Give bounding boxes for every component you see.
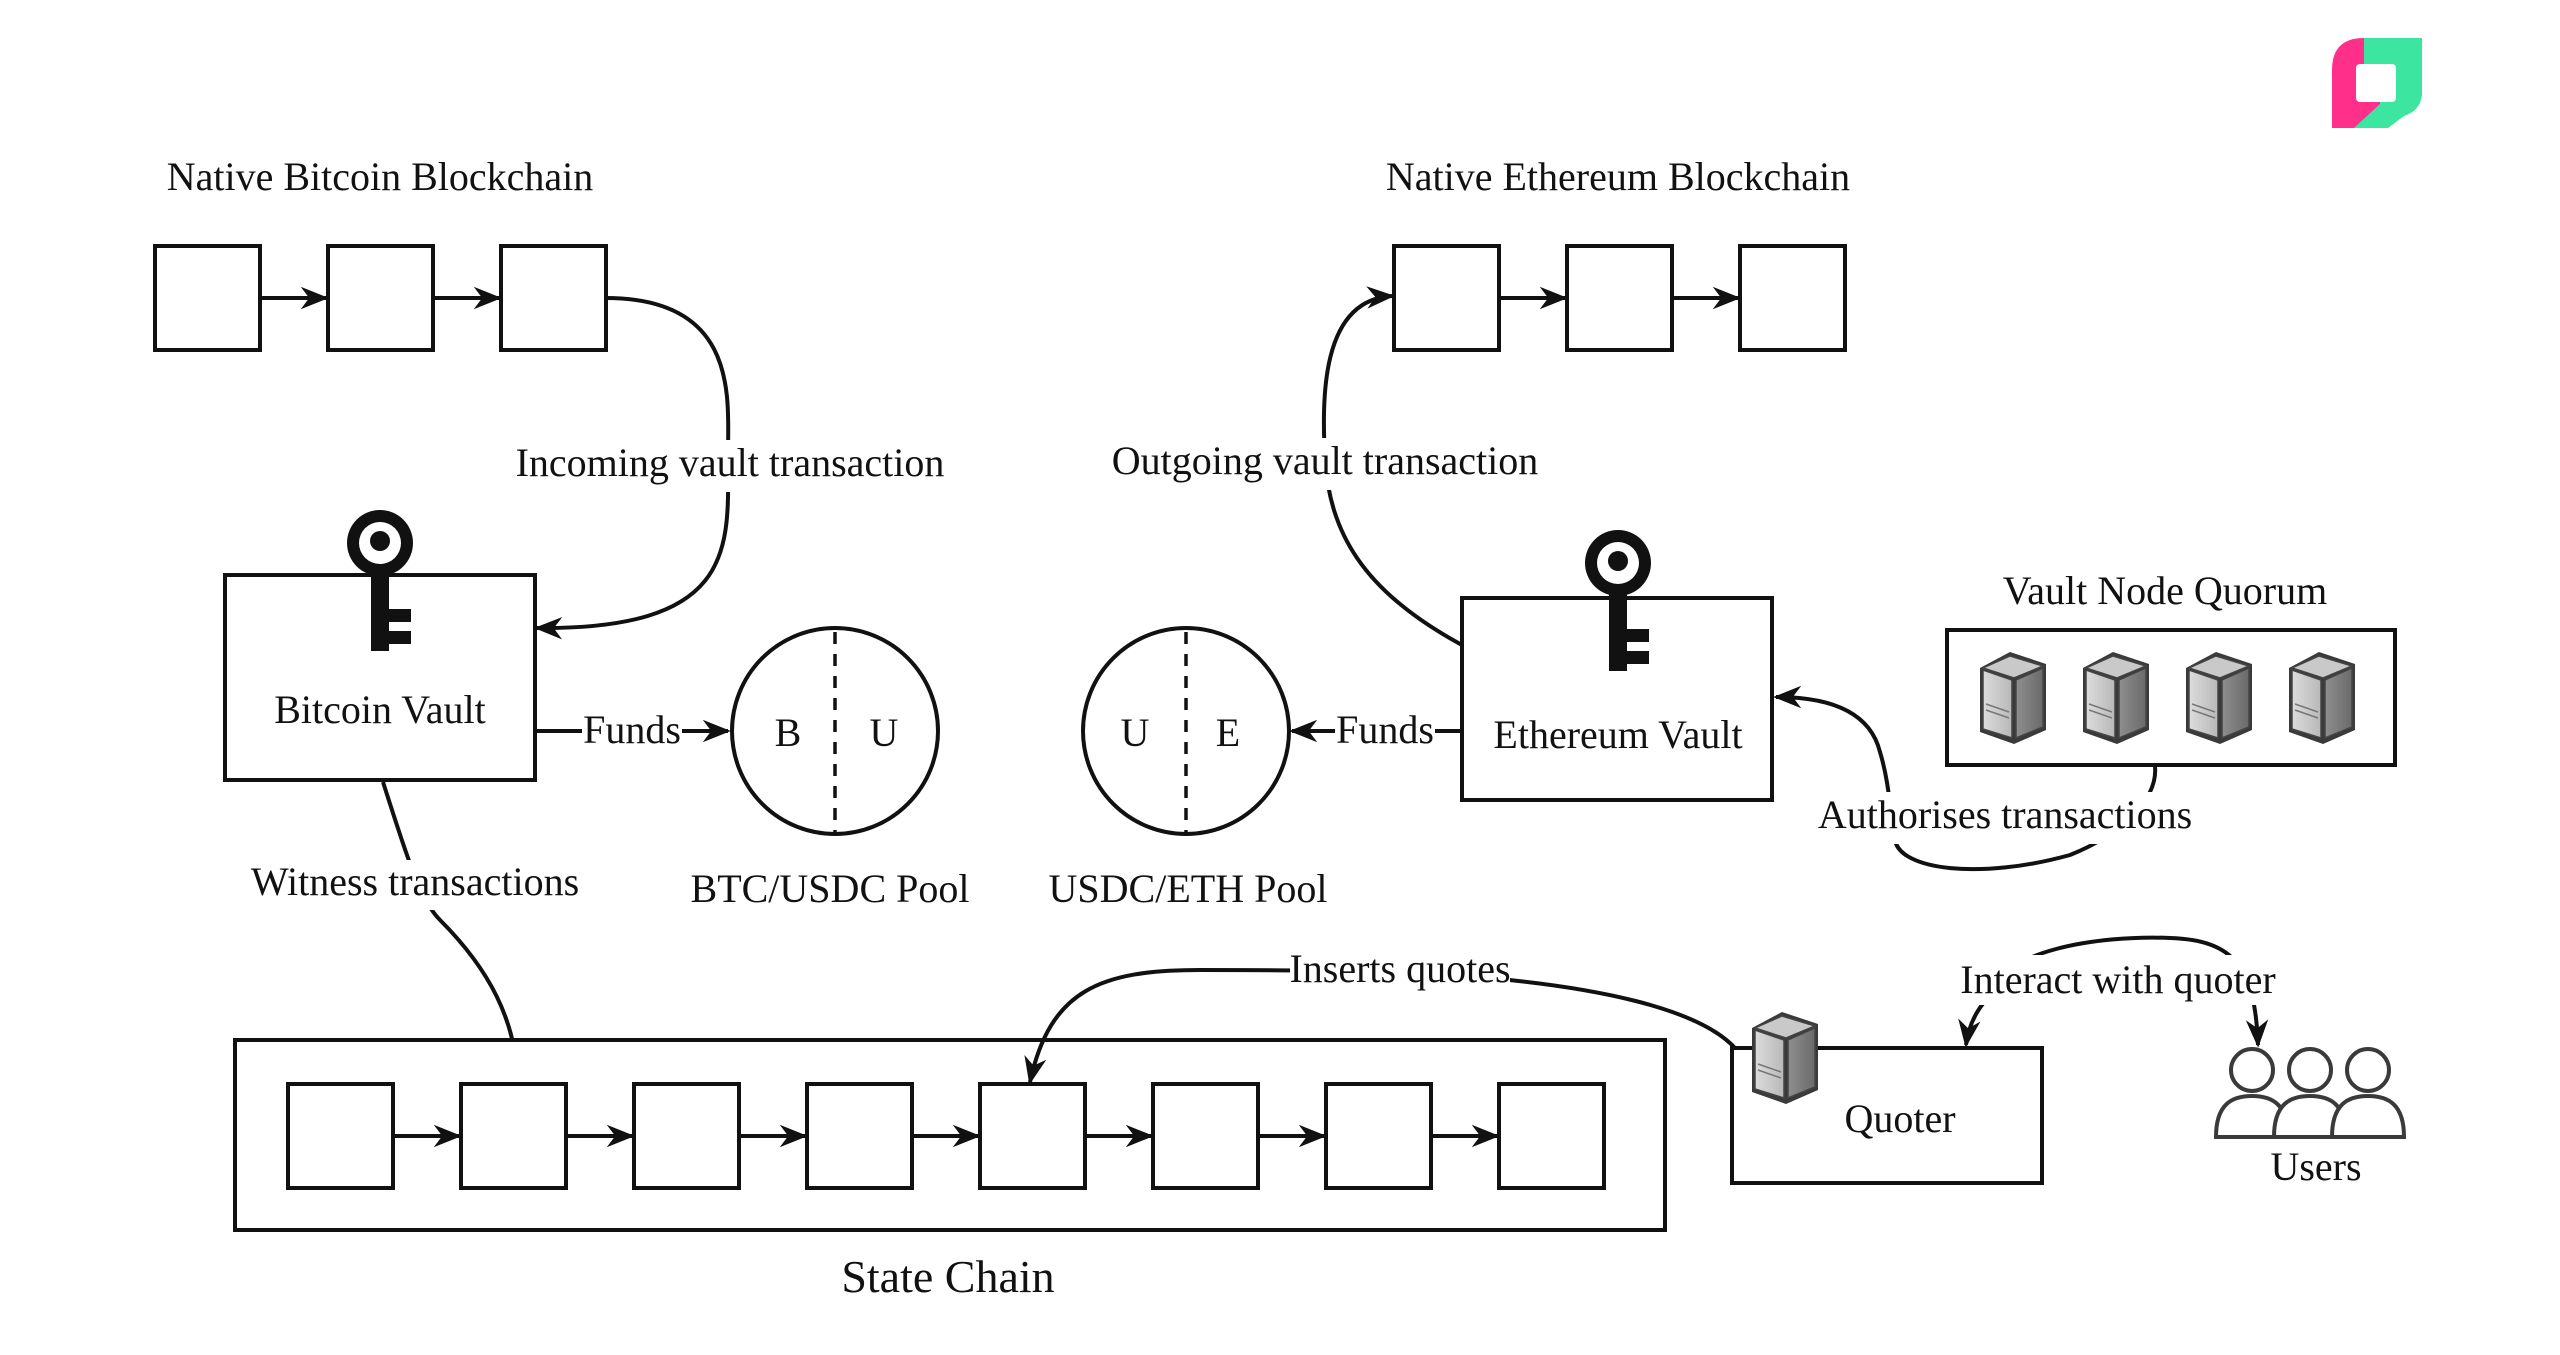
- brand-logo: [2332, 38, 2422, 128]
- ethereum-vault-label: Ethereum Vault: [1493, 712, 1742, 757]
- btc-usdc-pool: B U: [730, 626, 940, 836]
- usdc-eth-pool: U E: [1081, 626, 1291, 836]
- server-icon: [2185, 651, 2253, 745]
- pool-left-token: U: [1121, 710, 1150, 755]
- ethereum-block: [1392, 244, 1501, 352]
- server-icon: [2082, 651, 2150, 745]
- server-icon: [2288, 651, 2356, 745]
- usdc-eth-pool-label: USDC/ETH Pool: [1049, 866, 1328, 911]
- funds-btc-label: Funds: [583, 707, 681, 752]
- pool-right-token: U: [870, 710, 899, 755]
- users-label: Users: [2270, 1144, 2361, 1189]
- witness-label: Witness transactions: [251, 859, 579, 904]
- inserts-quotes-label: Inserts quotes: [1289, 946, 1510, 991]
- ethereum-block: [1565, 244, 1674, 352]
- server-icon: [1979, 651, 2047, 745]
- state-chain-title: State Chain: [841, 1251, 1054, 1302]
- state-block: [632, 1082, 741, 1190]
- state-block: [978, 1082, 1087, 1190]
- pool-right-token: E: [1216, 710, 1240, 755]
- users-icon: [2214, 1047, 2406, 1139]
- witness-edge: [381, 781, 528, 1083]
- ethereum-chain-title: Native Ethereum Blockchain: [1386, 154, 1850, 199]
- pool-left-token: B: [775, 710, 802, 755]
- incoming-vault-label: Incoming vault transaction: [516, 440, 945, 485]
- ethereum-chain-blocks: [1392, 244, 1847, 352]
- bitcoin-chain-title: Native Bitcoin Blockchain: [167, 154, 594, 199]
- bitcoin-vault-label: Bitcoin Vault: [274, 687, 485, 732]
- state-block: [459, 1082, 568, 1190]
- bitcoin-block: [326, 244, 435, 352]
- authorises-label: Authorises transactions: [1818, 792, 2192, 837]
- funds-eth-label: Funds: [1336, 707, 1434, 752]
- ethereum-block: [1738, 244, 1847, 352]
- server-icon: [1751, 1011, 1819, 1105]
- interact-label: Interact with quoter: [1960, 957, 2275, 1002]
- bitcoin-block: [499, 244, 608, 352]
- state-chain-blocks: [286, 1082, 1606, 1190]
- state-block: [1151, 1082, 1260, 1190]
- state-block: [286, 1082, 395, 1190]
- quorum-title: Vault Node Quorum: [2003, 568, 2327, 613]
- state-block: [1324, 1082, 1433, 1190]
- quoter-label: Quoter: [1844, 1096, 1955, 1141]
- outgoing-vault-label: Outgoing vault transaction: [1112, 438, 1539, 483]
- state-block: [1497, 1082, 1606, 1190]
- btc-usdc-pool-label: BTC/USDC Pool: [691, 866, 970, 911]
- bitcoin-block: [153, 244, 262, 352]
- bitcoin-chain-blocks: [153, 244, 608, 352]
- state-block: [805, 1082, 914, 1190]
